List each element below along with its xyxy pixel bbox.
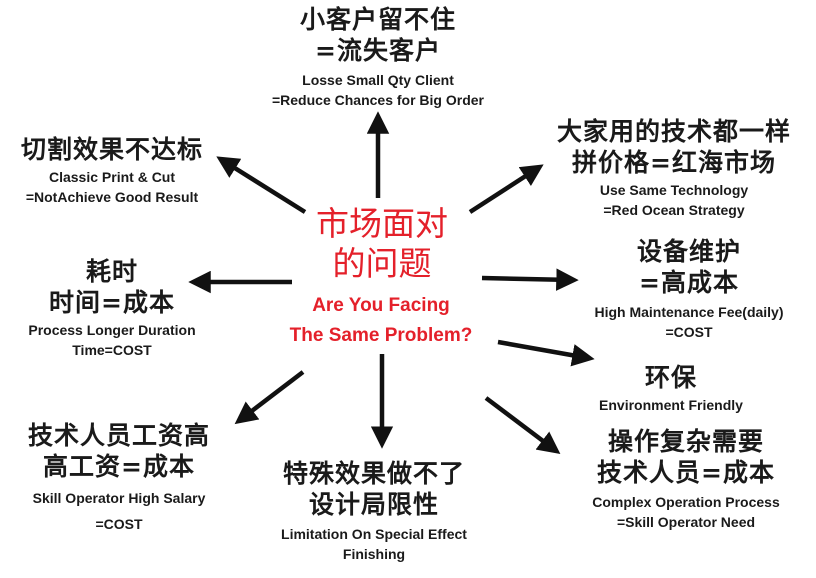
node-top-en-1: Losse Small Qty Client bbox=[302, 72, 454, 88]
center-title-zh: 市场面对 的问题 bbox=[288, 204, 476, 284]
node-top-zh-2: =流失客户 bbox=[315, 36, 441, 65]
node-bottom-right-en-1: Complex Operation Process bbox=[592, 494, 780, 510]
node-left-en-2: Time=COST bbox=[72, 342, 152, 358]
node-bottom-right-zh-1: 操作复杂需要 bbox=[607, 427, 764, 456]
center-title-en: Are You Facing The Same Problem? bbox=[264, 291, 498, 351]
node-bottom-zh-1: 特殊效果做不了 bbox=[282, 459, 465, 488]
node-top: 小客户留不住 =流失客户 Losse Small Qty Client =Red… bbox=[248, 4, 508, 110]
node-bottom-left-zh-1: 技术人员工资高 bbox=[27, 421, 210, 450]
node-top-right-zh-2: 拼价格=红海市场 bbox=[572, 148, 776, 177]
node-bottom-right: 操作复杂需要 技术人员=成本 Complex Operation Process… bbox=[568, 426, 804, 532]
node-left-en-1: Process Longer Duration bbox=[28, 322, 196, 338]
node-right2-en-1: Environment Friendly bbox=[599, 397, 743, 413]
node-top-en-2: =Reduce Chances for Big Order bbox=[271, 92, 484, 108]
center-title-en-line1: Are You Facing bbox=[312, 295, 450, 316]
node-right-en-1: High Maintenance Fee(daily) bbox=[594, 304, 784, 320]
node-bottom-left-zh-2: 高工资=成本 bbox=[43, 452, 195, 481]
node-right-en-2: =COST bbox=[665, 324, 713, 340]
arrow-bottom-left bbox=[234, 370, 305, 425]
node-right: 设备维护 =高成本 High Maintenance Fee(daily) =C… bbox=[566, 236, 812, 342]
node-right2-zh-1: 环保 bbox=[644, 363, 697, 392]
node-top-left-en-1: Classic Print & Cut bbox=[48, 169, 176, 185]
node-top-right-en-2: =Red Ocean Strategy bbox=[603, 202, 745, 218]
node-right2: 环保 Environment Friendly bbox=[566, 362, 776, 415]
node-top-right: 大家用的技术都一样 拼价格=红海市场 Use Same Technology =… bbox=[538, 116, 810, 220]
arrow-right2 bbox=[497, 339, 595, 367]
node-top-right-zh-1: 大家用的技术都一样 bbox=[556, 117, 791, 146]
node-bottom: 特殊效果做不了 设计局限性 Limitation On Special Effe… bbox=[256, 458, 492, 564]
arrow-bottom-right bbox=[484, 396, 561, 455]
node-top-left: 切割效果不达标 Classic Print & Cut =NotAchieve … bbox=[4, 134, 220, 207]
node-right-zh-2: =高成本 bbox=[639, 268, 739, 297]
node-bottom-right-zh-2: 技术人员=成本 bbox=[597, 458, 775, 487]
center-title-en-line2: The Same Problem? bbox=[289, 325, 473, 346]
node-top-left-en-2: =NotAchieve Good Result bbox=[25, 189, 199, 205]
node-top-zh-1: 小客户留不住 bbox=[299, 5, 456, 34]
node-bottom-left-en-2: =COST bbox=[95, 516, 143, 532]
node-bottom-zh-2: 设计局限性 bbox=[308, 490, 439, 519]
node-left: 耗时 时间=成本 Process Longer Duration Time=CO… bbox=[12, 256, 212, 360]
center-title-zh-line1: 市场面对 bbox=[316, 204, 448, 243]
node-bottom-en-2: Finishing bbox=[342, 546, 406, 562]
arrow-top-left bbox=[216, 156, 307, 214]
node-bottom-en-1: Limitation On Special Effect bbox=[281, 526, 467, 542]
arrow-top-right bbox=[468, 164, 544, 214]
node-bottom-right-en-2: =Skill Operator Need bbox=[616, 514, 756, 530]
node-top-right-en-1: Use Same Technology bbox=[599, 182, 749, 198]
node-left-zh-2: 时间=成本 bbox=[49, 288, 175, 317]
node-bottom-left: 技术人员工资高 高工资=成本 Skill Operator High Salar… bbox=[8, 420, 230, 534]
node-left-zh-1: 耗时 bbox=[85, 257, 138, 286]
arrow-right bbox=[481, 268, 579, 291]
node-bottom-left-en-1: Skill Operator High Salary bbox=[32, 490, 206, 506]
node-top-left-zh-1: 切割效果不达标 bbox=[20, 135, 203, 164]
center-title-zh-line2: 的问题 bbox=[332, 244, 432, 283]
node-right-zh-1: 设备维护 bbox=[636, 237, 741, 266]
